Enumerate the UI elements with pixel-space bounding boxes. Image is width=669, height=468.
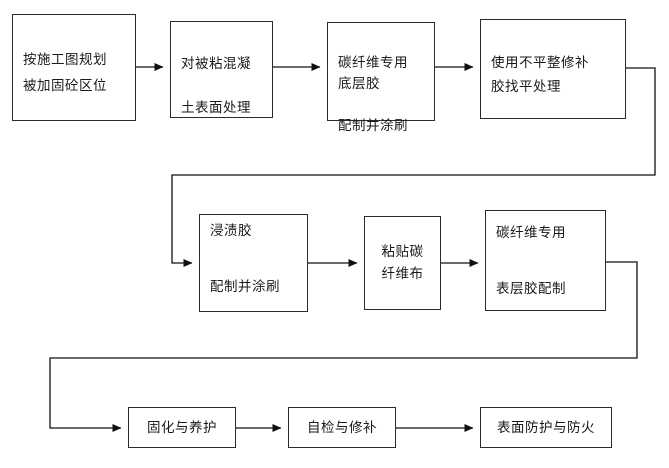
flow-node-label: 碳纤维专用 表层胶配制: [496, 224, 566, 297]
flow-node-apply-cf-fabric[interactable]: 粘贴碳 纤维布: [364, 216, 441, 310]
flow-node-cure-maintain[interactable]: 固化与养护: [128, 407, 236, 448]
flow-node-self-inspect-repair[interactable]: 自检与修补: [288, 407, 396, 448]
flow-node-plan-area[interactable]: 按施工图规划 被加固砼区位: [12, 14, 136, 121]
flow-node-label: 浸渍胶 配制并涂刷: [210, 223, 280, 295]
flow-node-surface-protect-fireproof[interactable]: 表面防护与防火: [480, 407, 612, 448]
flow-node-surface-treatment[interactable]: 对被粘混凝 土表面处理: [170, 21, 273, 118]
flow-node-label: 使用不平整修补 胶找平处理: [491, 55, 589, 95]
flow-node-label: 对被粘混凝 土表面处理: [181, 56, 251, 116]
flow-node-primer-mix[interactable]: 碳纤维专用 底层胶 配制并涂刷: [327, 22, 435, 134]
flow-node-label: 碳纤维专用 底层胶 配制并涂刷: [338, 55, 408, 134]
flow-node-label: 表面防护与防火: [497, 419, 595, 436]
flow-node-label: 按施工图规划 被加固砼区位: [23, 52, 107, 94]
flow-node-leveling-putty[interactable]: 使用不平整修补 胶找平处理: [480, 19, 626, 119]
flow-node-topcoat-mix[interactable]: 碳纤维专用 表层胶配制: [485, 210, 606, 311]
flow-node-label: 自检与修补: [307, 419, 377, 436]
flow-node-label: 固化与养护: [147, 419, 217, 436]
flow-node-label: 粘贴碳 纤维布: [381, 244, 424, 282]
flow-node-saturant-mix[interactable]: 浸渍胶 配制并涂刷: [199, 214, 308, 312]
